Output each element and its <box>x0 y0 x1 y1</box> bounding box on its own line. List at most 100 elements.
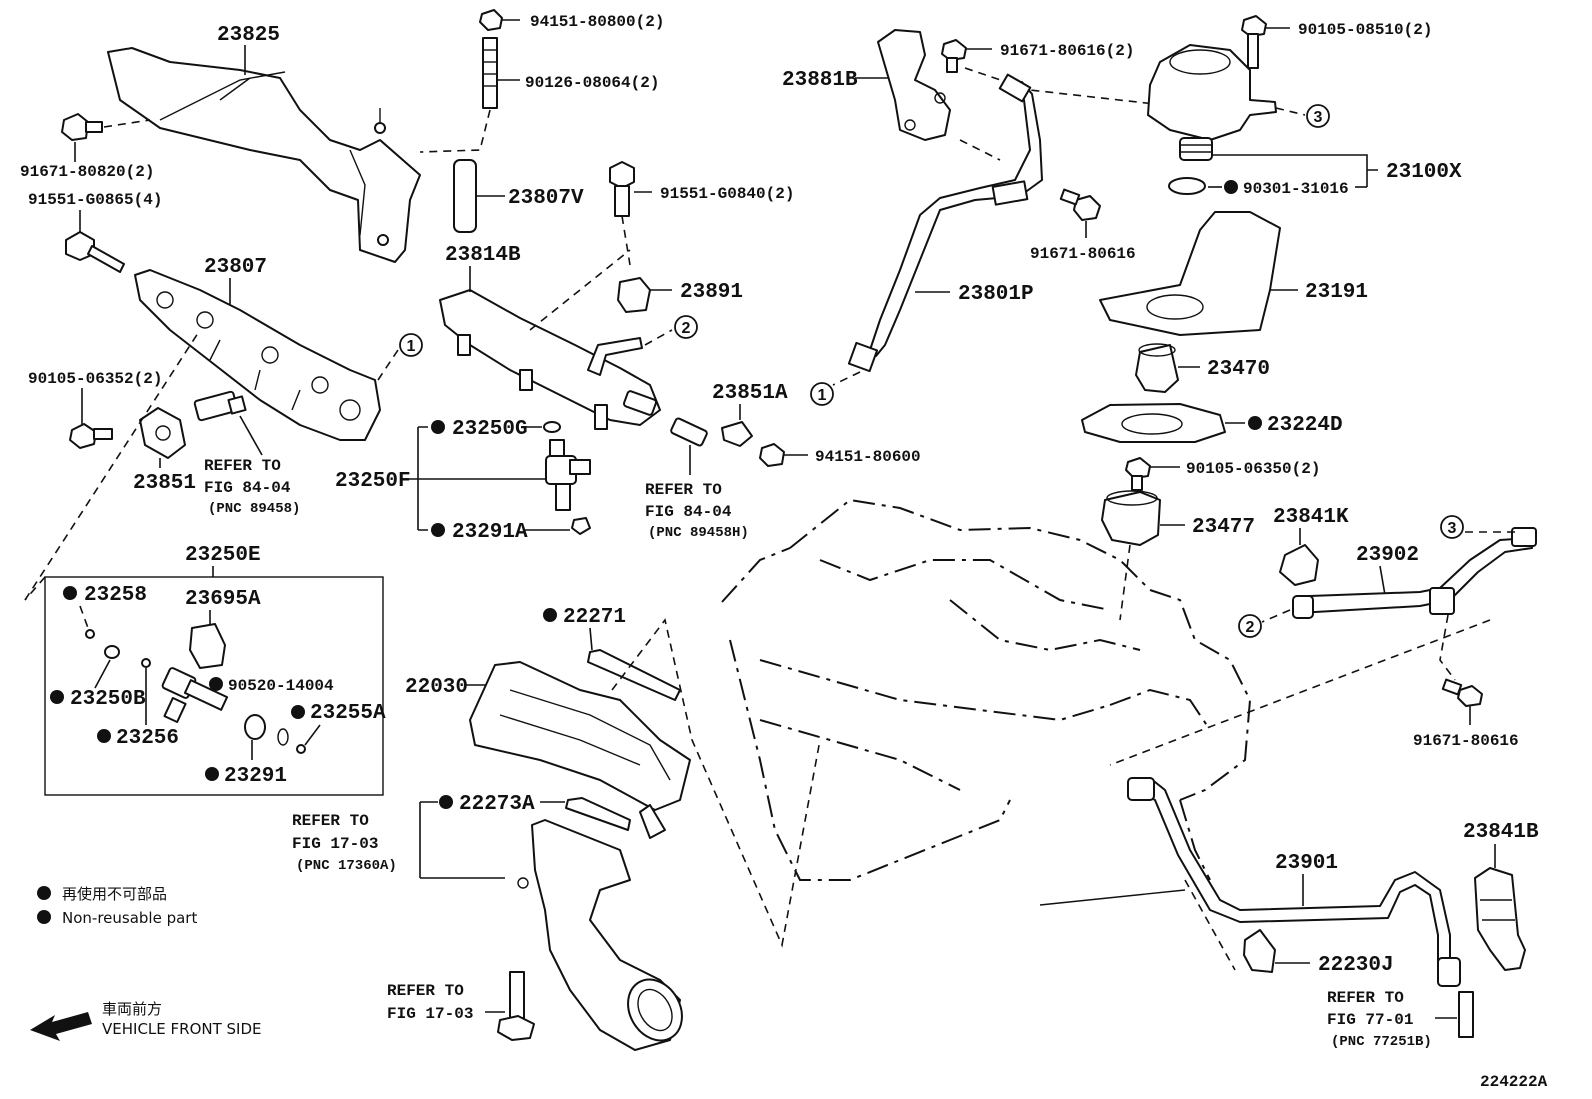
svg-text:1: 1 <box>818 387 827 404</box>
callout-23891: 23891 <box>680 281 743 304</box>
vehicle-front-arrow-icon <box>30 1012 92 1041</box>
bolt-90105-06350 <box>1125 457 1151 491</box>
diagram-id: 224222A <box>1480 1073 1548 1091</box>
gasket-22273A <box>565 797 631 831</box>
fuel-delivery-pipe-23814B <box>439 289 661 430</box>
callout-91671-80616-a: 91671-80616 <box>1030 245 1136 263</box>
connection-marker-2-right <box>1238 614 1262 638</box>
non-reusable-dot-23250B <box>50 690 64 704</box>
non-reusable-dot-23224D <box>1248 416 1262 430</box>
pump-housing-23477 <box>1101 490 1161 546</box>
callout-22271: 22271 <box>563 606 626 629</box>
legend-dot-en <box>37 910 51 924</box>
callout-23807: 23807 <box>204 256 267 279</box>
legend-front-jp: 車両前方 <box>102 1000 162 1018</box>
callout-23881B: 23881B <box>782 69 858 92</box>
fuel-pressure-sensor-left <box>193 390 247 422</box>
clip-22230J <box>1243 929 1276 973</box>
nut-94151-80800 <box>479 9 503 31</box>
fuel-pipe-23801P <box>847 73 1043 373</box>
callout-23851A: 23851A <box>712 382 788 405</box>
callout-23841B: 23841B <box>1463 821 1539 844</box>
callout-23477: 23477 <box>1192 516 1255 539</box>
callout-23901: 23901 <box>1275 852 1338 875</box>
callout-23291A: 23291A <box>452 521 528 544</box>
svg-text:3: 3 <box>1448 520 1457 537</box>
non-reusable-dot-23256 <box>97 729 111 743</box>
gasket-22271 <box>587 649 681 701</box>
callout-23807V: 23807V <box>508 187 584 210</box>
nut-94151-80600 <box>759 443 785 467</box>
connector-23841B <box>1474 867 1526 971</box>
injector-23250E <box>161 667 229 724</box>
bolt-90105-06352 <box>69 423 113 449</box>
collar-23891 <box>617 277 651 313</box>
fuel-delivery-pipe-23807 <box>134 269 381 441</box>
callout-91671-80616-2: 91671-80616(2) <box>1000 42 1134 60</box>
connection-marker-3-pump <box>1306 104 1330 128</box>
callout-23250F: 23250F <box>335 470 411 493</box>
callout-23224D: 23224D <box>1267 414 1343 437</box>
callout-23191: 23191 <box>1305 281 1368 304</box>
callout-91671-80616-b: 91671-80616 <box>1413 732 1519 750</box>
refer-note-17-03-line1: REFER TO <box>292 812 369 830</box>
refer-note-17-03-pnc: (PNC 17360A) <box>296 858 397 874</box>
bracket-23881B <box>877 29 951 141</box>
callout-23801P: 23801P <box>958 283 1034 306</box>
non-reusable-dot-23250G <box>431 420 445 434</box>
bolt-91671-80616-lower <box>1059 188 1101 221</box>
callout-23470: 23470 <box>1207 358 1270 381</box>
callout-23100X: 23100X <box>1386 161 1462 184</box>
fuel-hose-77-01 <box>1458 991 1474 1038</box>
stud-90126-08064 <box>482 37 498 109</box>
callout-90105-06352: 90105-06352(2) <box>28 370 162 388</box>
engine-block-outline <box>721 498 1252 881</box>
pump-insulator-23191 <box>1099 211 1281 336</box>
refer-note-17-03b-line1: REFER TO <box>387 982 464 1000</box>
callout-23250B: 23250B <box>70 688 146 711</box>
gasket-23224D <box>1081 403 1226 443</box>
refer-note-84-04b-line2: FIG 84-04 <box>645 503 732 521</box>
fuel-pipe-23901 <box>1127 777 1461 987</box>
high-pressure-fuel-pump-23100X <box>1147 44 1277 161</box>
callout-23841K: 23841K <box>1273 506 1349 529</box>
callout-22230J: 22230J <box>1318 954 1394 977</box>
non-reusable-dot-23258 <box>63 586 77 600</box>
refer-note-84-04-pnc: (PNC 89458) <box>208 501 300 517</box>
callout-91671-80820: 91671-80820(2) <box>20 163 154 181</box>
non-reusable-dot-90520-14004 <box>209 677 223 691</box>
legend-front-en: VEHICLE FRONT SIDE <box>102 1020 262 1038</box>
non-reusable-dot-90301-31016 <box>1224 180 1238 194</box>
bolt-17-03 <box>497 971 535 1041</box>
callout-23695A: 23695A <box>185 588 261 611</box>
refer-note-84-04-line2: FIG 84-04 <box>204 479 291 497</box>
non-reusable-dot-22273A <box>439 795 453 809</box>
fuel-pipe-23902 <box>1292 527 1537 619</box>
legend-non-reusable-jp: 再使用不可部品 <box>62 885 167 903</box>
callout-90126-08064: 90126-08064(2) <box>525 74 659 92</box>
callout-23902: 23902 <box>1356 544 1419 567</box>
bolt-90105-08510 <box>1241 15 1267 69</box>
clamp-23841K <box>1279 544 1319 586</box>
clip-23695A <box>189 623 226 669</box>
callout-90301-31016: 90301-31016 <box>1243 180 1349 198</box>
heat-insulator-23825 <box>107 47 421 263</box>
throttle-body-22030 <box>469 661 691 839</box>
callout-90520-14004: 90520-14004 <box>228 677 334 695</box>
lifter-23470 <box>1135 343 1179 393</box>
callout-23255A: 23255A <box>310 702 386 725</box>
refer-note-84-04b-line1: REFER TO <box>645 481 722 499</box>
callout-91551-G0840: 91551-G0840(2) <box>660 185 794 203</box>
intake-connector-17-03 <box>517 819 683 1051</box>
callout-94151-80800: 94151-80800(2) <box>530 13 664 31</box>
connection-marker-1-left <box>399 333 423 357</box>
non-reusable-dot-22271 <box>543 608 557 622</box>
bolt-91551-G0865 <box>65 231 125 273</box>
callout-90105-06350: 90105-06350(2) <box>1186 460 1320 478</box>
bolt-91551-G0840 <box>609 161 635 217</box>
svg-text:2: 2 <box>682 320 691 337</box>
callout-23258: 23258 <box>84 584 147 607</box>
refer-note-77-01-pnc: (PNC 77251B) <box>1331 1034 1432 1050</box>
spacer-23807V <box>453 159 477 233</box>
o-ring-90301-31016 <box>1168 177 1206 195</box>
